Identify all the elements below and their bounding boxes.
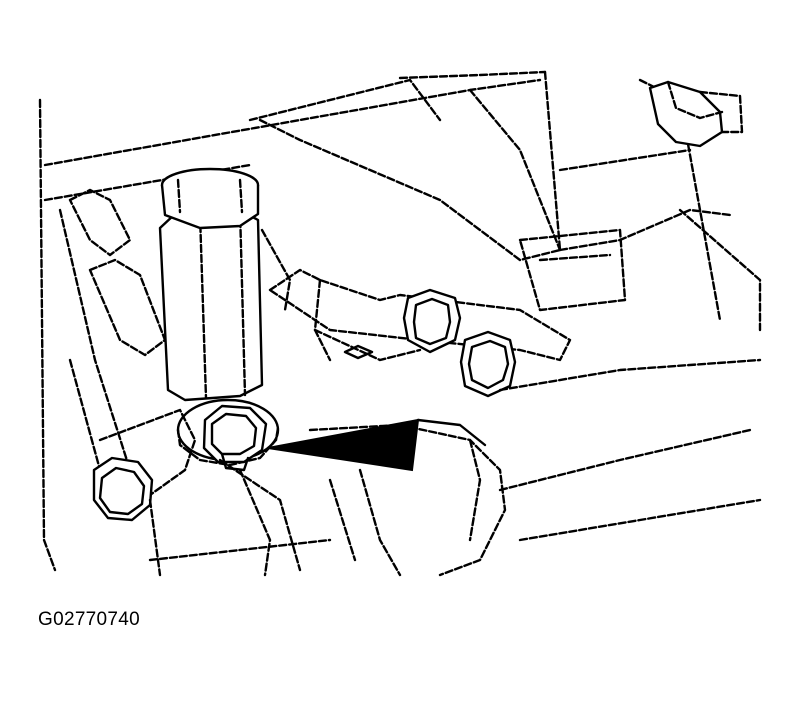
- plate-bolt-1: [402, 288, 462, 354]
- target-bolt: [176, 398, 280, 472]
- plate-bolt-2: [459, 330, 517, 398]
- left-rail: [58, 188, 167, 502]
- lower-housing: [148, 358, 762, 577]
- arrow-icon: [267, 418, 487, 472]
- stud-column: [158, 167, 292, 402]
- mounting-plate: [268, 228, 627, 362]
- figure-id-label: G02770740: [38, 609, 141, 630]
- upper-right-bolt: [648, 80, 744, 148]
- engine-mount-illustration: [38, 70, 762, 577]
